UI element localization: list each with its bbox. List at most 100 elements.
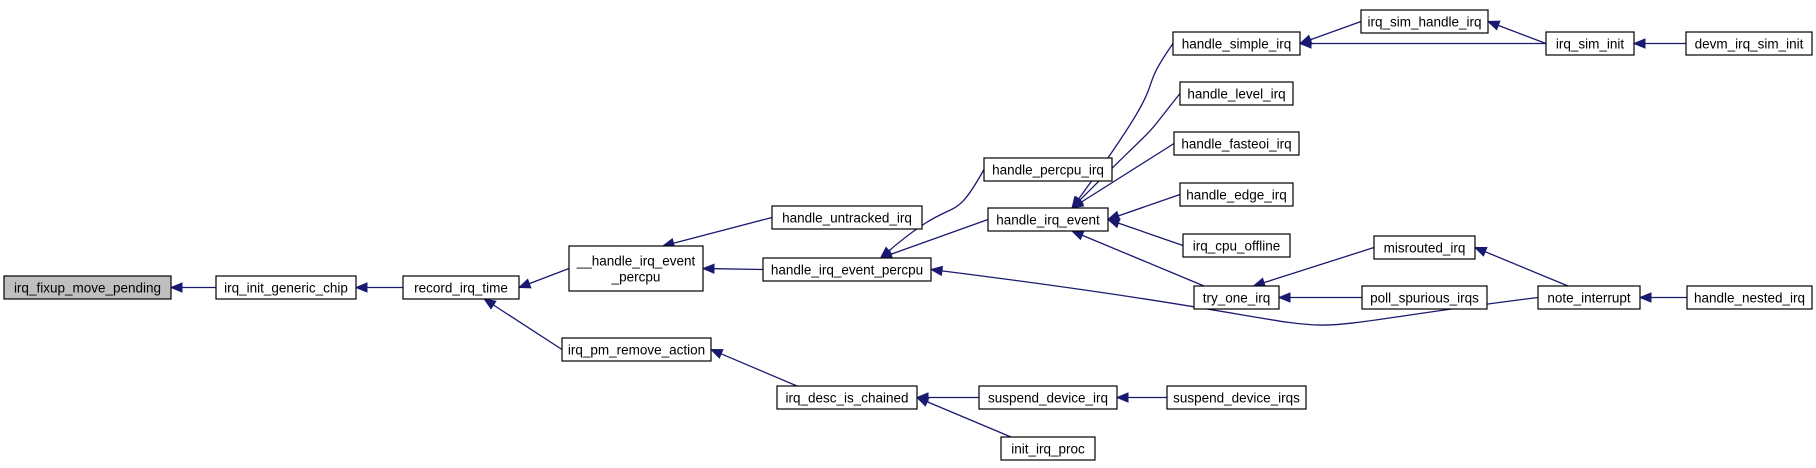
node-box bbox=[978, 385, 1118, 410]
node-box bbox=[1182, 233, 1291, 258]
node-box bbox=[1000, 436, 1096, 461]
node-box bbox=[776, 385, 918, 410]
edge-note-interrupt-to-handle-irq-event-percpu bbox=[929, 265, 1539, 326]
node-label: misrouted_irq bbox=[1384, 241, 1466, 256]
node-box bbox=[771, 205, 923, 230]
node-box bbox=[1166, 385, 1307, 410]
node-label: handle_simple_irq bbox=[1182, 37, 1292, 52]
node-handle-percpu-irq[interactable]: handle_percpu_irq bbox=[983, 157, 1113, 182]
node-suspend-device-irqs[interactable]: suspend_device_irqs bbox=[1166, 385, 1307, 410]
node-label: handle_level_irq bbox=[1187, 87, 1285, 102]
edge-irq-sim-init-to-handle-simple-irq bbox=[1298, 38, 1546, 49]
node-box bbox=[402, 275, 520, 300]
node-box bbox=[1685, 31, 1813, 56]
node-try-one-irq[interactable]: try_one_irq bbox=[1193, 285, 1280, 310]
node-devm-irq-sim-init[interactable]: devm_irq_sim_init bbox=[1685, 31, 1813, 56]
node-irq-sim-handle-irq[interactable]: irq_sim_handle_irq bbox=[1360, 9, 1489, 34]
node-handle-edge-irq[interactable]: handle_edge_irq bbox=[1179, 182, 1294, 207]
node-irq-cpu-offline[interactable]: irq_cpu_offline bbox=[1182, 233, 1291, 258]
node-box bbox=[1172, 31, 1301, 56]
node-label: handle_untracked_irq bbox=[782, 211, 912, 226]
node-label: irq_sim_init bbox=[1556, 37, 1625, 52]
node-misrouted-irq[interactable]: misrouted_irq bbox=[1373, 235, 1476, 260]
edge-record-irq-time-to-irq-init-generic-chip bbox=[354, 282, 403, 293]
edge-handle-untracked-irq-to-handle-irq-event-percpu bbox=[661, 216, 773, 249]
edge-irq-desc-is-chained-to-irq-pm-remove-action bbox=[709, 348, 798, 387]
node-record-irq-time[interactable]: record_irq_time bbox=[402, 275, 520, 300]
node-box bbox=[1537, 285, 1641, 310]
node-box bbox=[568, 245, 704, 292]
node-box bbox=[1545, 31, 1635, 56]
node-label: init_irq_proc bbox=[1011, 442, 1085, 457]
node-label: note_interrupt bbox=[1547, 291, 1631, 306]
node-handle-simple-irq[interactable]: handle_simple_irq bbox=[1172, 31, 1301, 56]
edge-handle-irq-event-percpu-to-record-irq-time bbox=[517, 267, 570, 289]
node-label: irq_sim_handle_irq bbox=[1367, 15, 1481, 30]
edge-handle-nested-irq-to-note-interrupt bbox=[1638, 292, 1687, 303]
node-irq-pm-remove-action[interactable]: irq_pm_remove_action bbox=[561, 337, 712, 362]
node-box bbox=[987, 207, 1109, 232]
node-label: poll_spurious_irqs bbox=[1370, 291, 1479, 306]
node-box bbox=[215, 275, 357, 300]
node-box bbox=[1373, 235, 1476, 260]
node-label: handle_irq_event_percpu bbox=[771, 263, 923, 278]
node-box bbox=[1173, 131, 1300, 156]
node-label: try_one_irq bbox=[1203, 291, 1271, 306]
node-note-interrupt[interactable]: note_interrupt bbox=[1537, 285, 1641, 310]
edge-note-interrupt-to-misrouted-irq bbox=[1473, 246, 1569, 287]
edge-handle-fasteoi-irq-to-handle-irq-event bbox=[1070, 142, 1175, 209]
edge-handle-irq-event-to-handle-irq-event-percpu bbox=[879, 218, 989, 260]
node-label: irq_init_generic_chip bbox=[224, 281, 348, 296]
node-label: irq_pm_remove_action bbox=[568, 343, 705, 358]
node-box bbox=[561, 337, 712, 362]
node-label: suspend_device_irqs bbox=[1173, 391, 1300, 406]
node-handle-irq-event-percpu[interactable]: __handle_irq_event_percpu bbox=[568, 245, 704, 292]
node-box bbox=[1179, 182, 1294, 207]
node-label: handle_irq_event bbox=[996, 213, 1100, 228]
node-box bbox=[3, 275, 172, 300]
node-label: irq_desc_is_chained bbox=[785, 391, 908, 406]
node-label: __handle_irq_event bbox=[576, 254, 696, 269]
node-handle-irq-event[interactable]: handle_irq_event bbox=[987, 207, 1109, 232]
node-box bbox=[1179, 81, 1294, 106]
node-label: suspend_device_irq bbox=[988, 391, 1108, 406]
edges-layer bbox=[169, 20, 1687, 438]
node-handle-level-irq[interactable]: handle_level_irq bbox=[1179, 81, 1294, 106]
edge-handle-level-irq-to-handle-irq-event bbox=[1071, 93, 1181, 209]
edge-init-irq-proc-to-irq-desc-is-chained bbox=[915, 396, 1012, 438]
edge-handle-simple-irq-to-handle-irq-event bbox=[1071, 43, 1174, 210]
node-handle-irq-event-percpu[interactable]: handle_irq_event_percpu bbox=[762, 257, 932, 282]
node-irq-init-generic-chip[interactable]: irq_init_generic_chip bbox=[215, 275, 357, 300]
edge-suspend-device-irqs-to-suspend-device-irq bbox=[1115, 392, 1167, 403]
node-handle-nested-irq[interactable]: handle_nested_irq bbox=[1686, 285, 1813, 310]
nodes-layer: irq_fixup_move_pending irq_init_generic_c… bbox=[3, 9, 1813, 461]
node-box bbox=[983, 157, 1113, 182]
node-label: handle_nested_irq bbox=[1694, 291, 1805, 306]
node-label: handle_edge_irq bbox=[1186, 188, 1287, 203]
node-handle-fasteoi-irq[interactable]: handle_fasteoi_irq bbox=[1173, 131, 1300, 156]
node-poll-spurious-irqs[interactable]: poll_spurious_irqs bbox=[1361, 285, 1488, 310]
node-suspend-device-irq[interactable]: suspend_device_irq bbox=[978, 385, 1118, 410]
edge-try-one-irq-to-handle-irq-event bbox=[1070, 230, 1205, 287]
node-handle-untracked-irq[interactable]: handle_untracked_irq bbox=[771, 205, 923, 230]
node-label: record_irq_time bbox=[414, 281, 508, 296]
node-label: irq_cpu_offline bbox=[1193, 239, 1281, 254]
edge-handle-irq-event-percpu-to-handle-irq-event-percpu bbox=[701, 263, 764, 274]
node-label: devm_irq_sim_init bbox=[1695, 37, 1804, 52]
edge-irq-cpu-offline-to-handle-irq-event bbox=[1106, 218, 1184, 247]
edge-poll-spurious-irqs-to-try-one-irq bbox=[1277, 292, 1362, 303]
node-irq-desc-is-chained[interactable]: irq_desc_is_chained bbox=[776, 385, 918, 410]
edge-irq-pm-remove-action-to-record-irq-time bbox=[483, 298, 563, 351]
node-label: _percpu bbox=[611, 270, 661, 285]
edge-irq-init-generic-chip-to-irq-fixup-move-pending bbox=[169, 282, 216, 293]
node-box bbox=[1193, 285, 1280, 310]
node-box bbox=[1360, 9, 1489, 34]
node-init-irq-proc[interactable]: init_irq_proc bbox=[1000, 436, 1096, 461]
node-label: handle_fasteoi_irq bbox=[1181, 137, 1291, 152]
node-box bbox=[1361, 285, 1488, 310]
edge-irq-sim-init-to-irq-sim-handle-irq bbox=[1486, 20, 1547, 45]
node-irq-fixup-move-pending: irq_fixup_move_pending bbox=[3, 275, 172, 300]
node-label: handle_percpu_irq bbox=[992, 163, 1104, 178]
node-irq-sim-init[interactable]: irq_sim_init bbox=[1545, 31, 1635, 56]
